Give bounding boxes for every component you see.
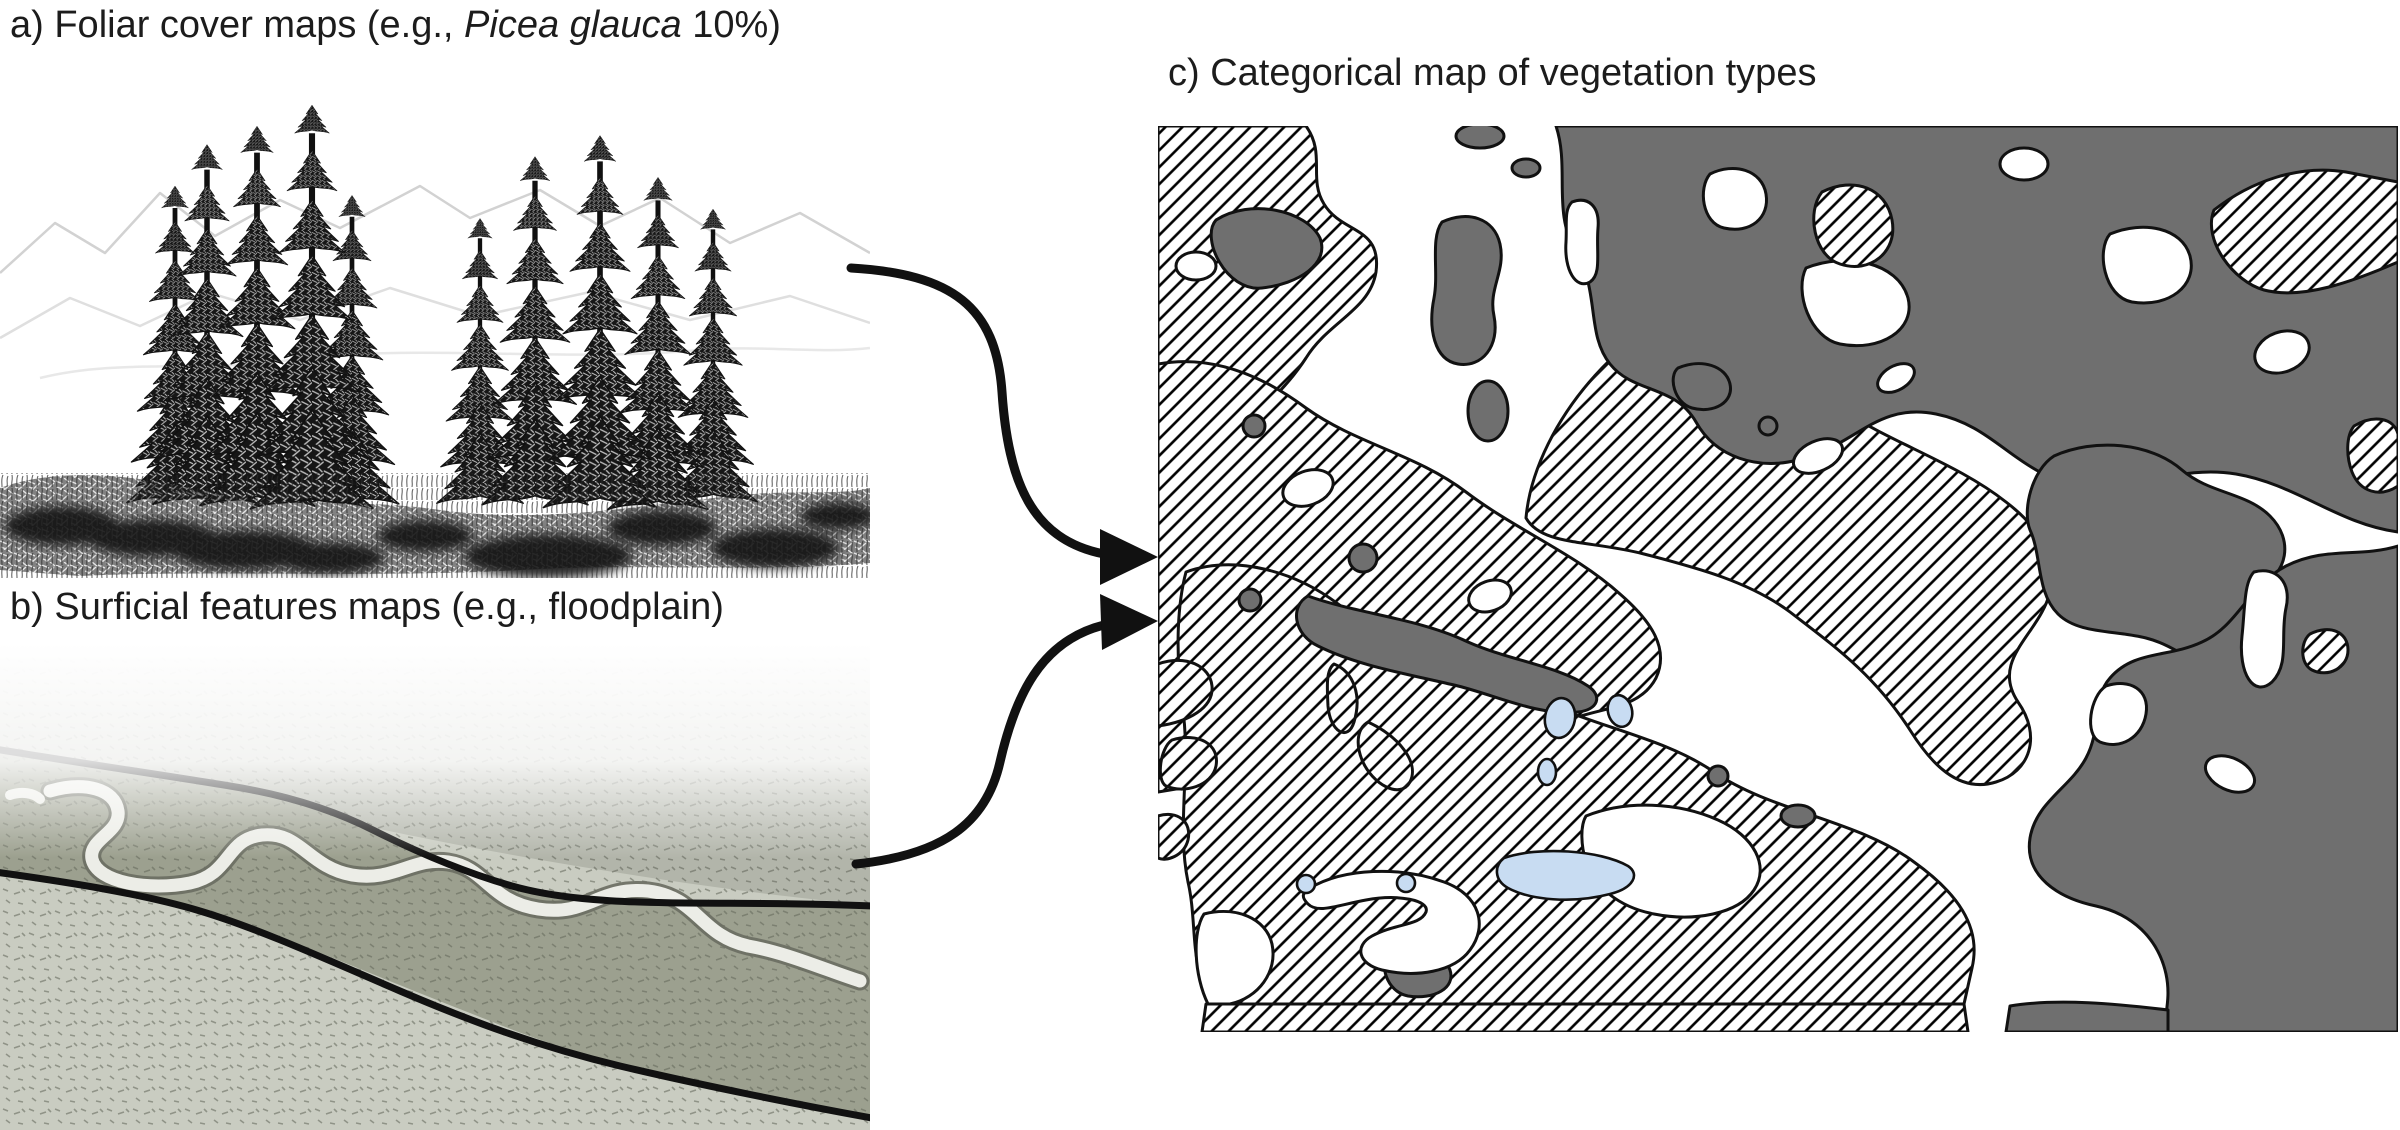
spruce-tree — [543, 136, 656, 508]
categorical-vegetation-map — [1158, 126, 2398, 1032]
map-region-darkgray-class — [1209, 126, 2398, 1032]
panel-a-title-suffix: 10%) — [681, 4, 781, 46]
panel-b-title: b) Surficial features maps (e.g., floodp… — [10, 584, 724, 632]
panel-a-title: a) Foliar cover maps (e.g., Picea glauca… — [10, 2, 781, 50]
spruce-tree-cluster-left — [127, 105, 399, 509]
haze-overlay — [0, 643, 870, 858]
panel-b-title-text: b) Surficial features maps (e.g., floodp… — [10, 586, 724, 628]
arrow-a-to-c — [846, 263, 1109, 559]
panel-a-species-name: Picea glauca — [464, 4, 682, 46]
mountain-ridges — [0, 184, 870, 380]
map-lakes — [1295, 693, 1636, 901]
spruce-tree-cluster-right — [437, 136, 758, 510]
panel-a-title-prefix: a) Foliar cover maps (e.g., — [10, 4, 465, 46]
surficial-features-sketch — [0, 643, 870, 1130]
arrow-b-to-c — [851, 620, 1109, 869]
map-region-white-class — [1174, 146, 2311, 1006]
map-region-hatched-inclusions — [1812, 168, 2398, 675]
grassland — [0, 456, 870, 578]
foliar-cover-sketch — [0, 58, 870, 578]
arrowhead-a-to-c — [1100, 529, 1158, 585]
panel-c-title-text: c) Categorical map of vegetation types — [1168, 52, 1817, 94]
arrowhead-b-to-c — [1100, 594, 1158, 650]
panel-c-title: c) Categorical map of vegetation types — [1168, 50, 1816, 98]
